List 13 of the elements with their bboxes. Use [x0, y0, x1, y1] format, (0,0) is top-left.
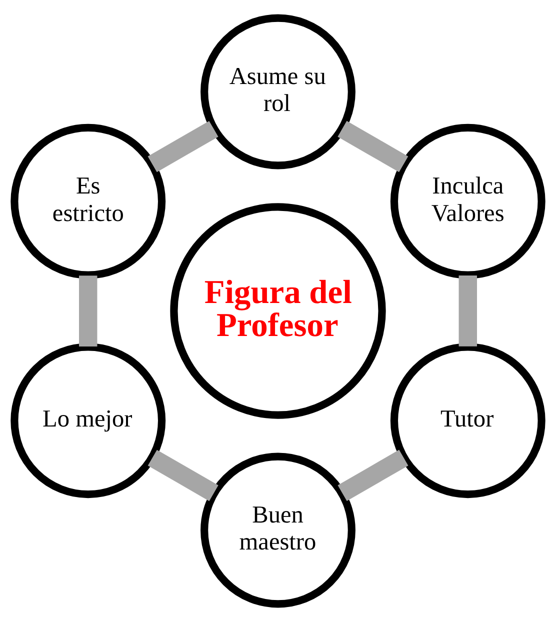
- connector: [148, 449, 218, 501]
- connector: [338, 120, 408, 172]
- node-circle: Figura del Profesor: [170, 202, 386, 418]
- node-circle: Tutor: [390, 342, 546, 498]
- connector: [458, 275, 477, 346]
- node-circle: Buen maestro: [200, 452, 356, 608]
- node-circle: Lo mejor: [10, 342, 166, 498]
- connector: [338, 449, 408, 501]
- node-circle: Asume su rol: [200, 14, 356, 169]
- node-circle: Es estricto: [10, 123, 166, 278]
- connector: [79, 275, 98, 346]
- node-circle: Inculca Valores: [390, 123, 546, 278]
- connector: [148, 120, 218, 172]
